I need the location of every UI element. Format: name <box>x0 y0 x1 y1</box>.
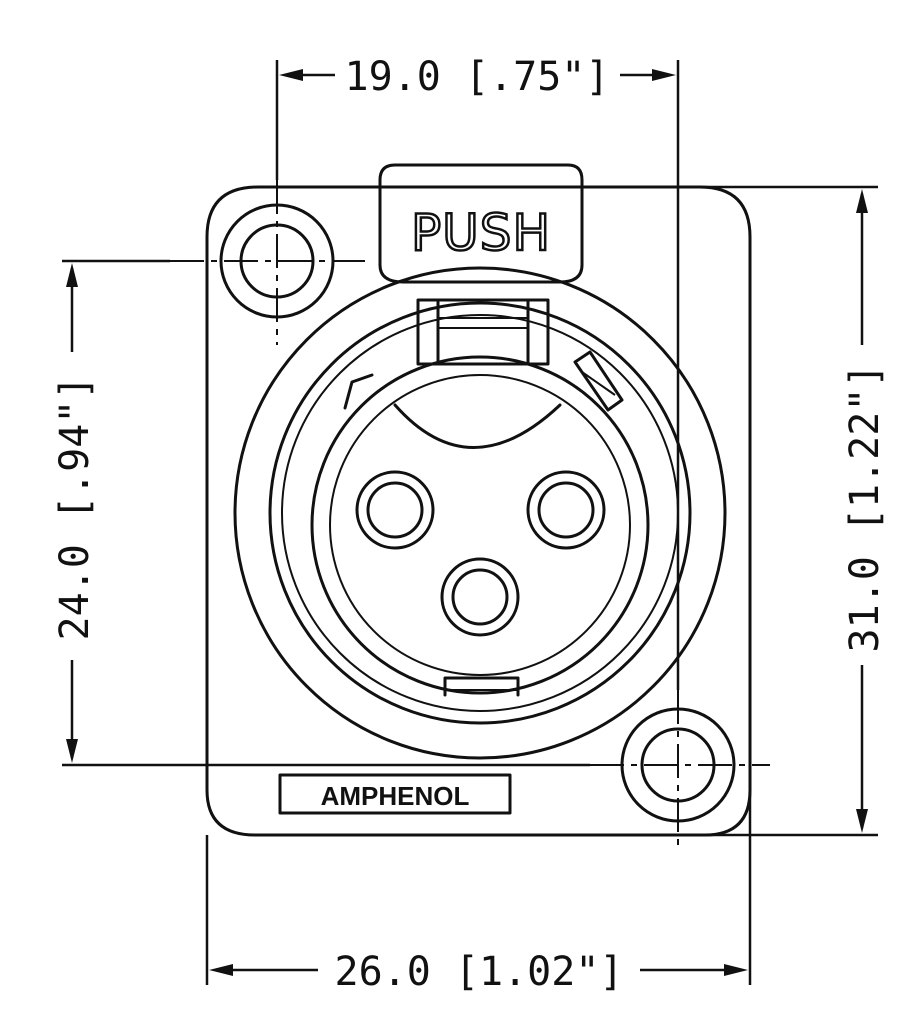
brand-label: AMPHENOL <box>321 781 470 811</box>
polarizing-key <box>393 403 562 449</box>
extension-lines <box>62 60 878 985</box>
pin-hole-left <box>355 470 435 550</box>
push-latch: PUSH <box>378 163 584 284</box>
dimension-left-label: 24.0 [.94"] <box>52 376 98 641</box>
bottom-slot <box>443 676 520 697</box>
connector-inner-ring <box>310 355 650 695</box>
center-lines <box>170 180 770 845</box>
mounting-flange <box>205 185 752 837</box>
dimension-bottom-label: 26.0 [1.02"] <box>335 949 624 995</box>
dimension-right-label: 31.0 [1.22"] <box>842 364 888 653</box>
connector-outer-ring <box>233 266 727 760</box>
brand-plate: AMPHENOL <box>278 773 512 815</box>
left-latch-tab <box>343 373 374 410</box>
dimension-right: 31.0 [1.22"] <box>842 189 888 833</box>
latch-stem <box>416 298 550 366</box>
dimension-bottom: 26.0 [1.02"] <box>209 949 748 995</box>
dimension-top: 19.0 [.75"] <box>279 54 676 100</box>
right-latch-tab <box>573 350 624 412</box>
pin-hole-right <box>526 470 606 550</box>
connector-mid-ring <box>268 301 692 725</box>
push-label: PUSH <box>411 204 551 262</box>
pin-hole-bottom <box>440 557 520 637</box>
dimension-left: 24.0 [.94"] <box>52 263 98 763</box>
dimension-top-label: 19.0 [.75"] <box>345 54 610 100</box>
